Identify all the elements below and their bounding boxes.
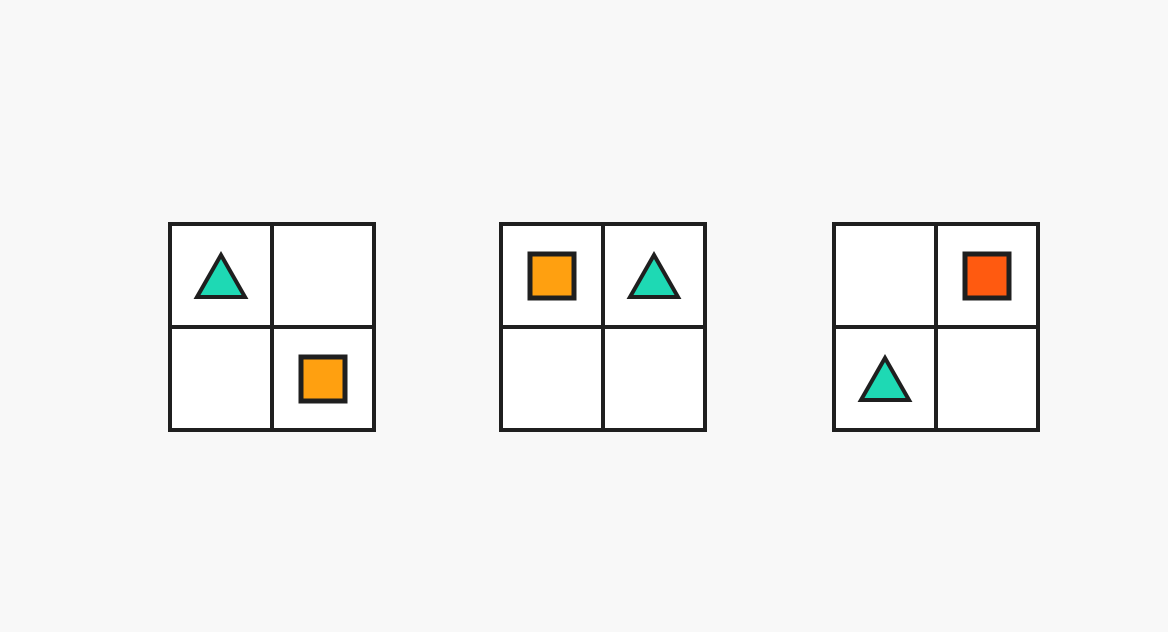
- triangle-icon: [857, 353, 913, 404]
- grid-cell: [503, 327, 603, 428]
- grid-cell: [836, 226, 936, 327]
- triangle-icon: [193, 250, 249, 301]
- grid-cell: [172, 226, 272, 327]
- grid-panel-1: [168, 222, 376, 432]
- grid-cell: [272, 327, 372, 428]
- grid-cell: [172, 327, 272, 428]
- grid-cell: [836, 327, 936, 428]
- grid-cell: [503, 226, 603, 327]
- grid-cell: [272, 226, 372, 327]
- grid-panel-3: [832, 222, 1040, 432]
- grid-cell: [603, 327, 703, 428]
- triangle-icon: [626, 250, 682, 301]
- square-icon: [527, 251, 577, 301]
- grid-cell: [936, 327, 1036, 428]
- grid-cell: [603, 226, 703, 327]
- grid-cell: [936, 226, 1036, 327]
- square-icon: [962, 251, 1012, 301]
- grid-panel-2: [499, 222, 707, 432]
- square-icon: [298, 354, 348, 404]
